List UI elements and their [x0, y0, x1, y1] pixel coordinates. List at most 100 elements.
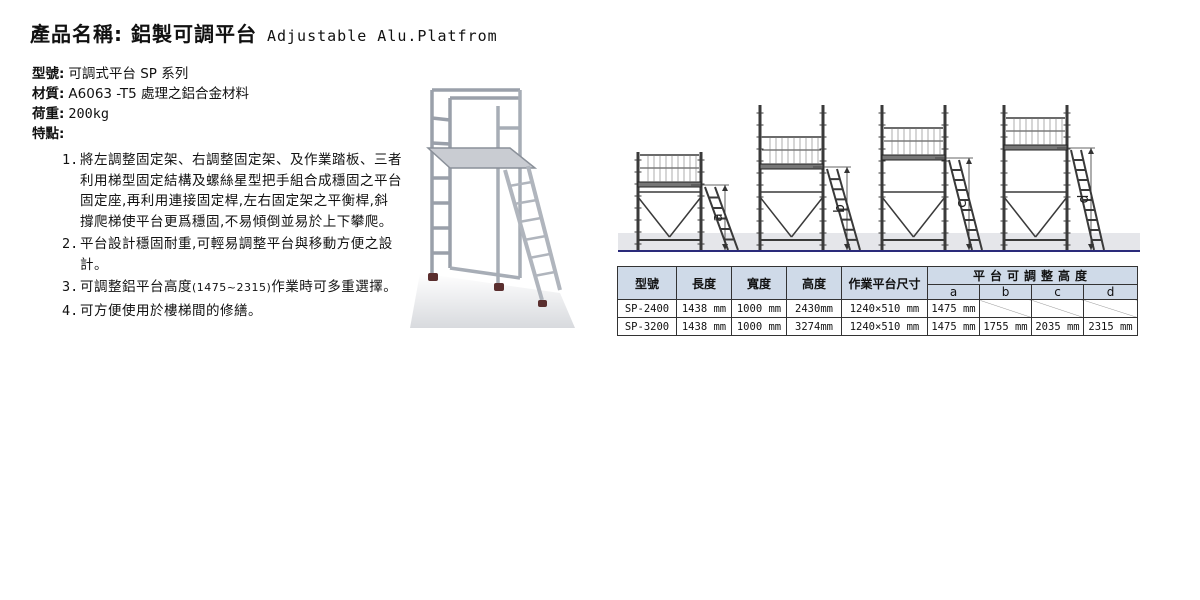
header-width: 寬度 [731, 266, 787, 300]
header-c: c [1031, 284, 1084, 300]
photo-left-frame [430, 88, 520, 273]
feature-text: 可調整鋁平台高度(1475~2315)作業時可多重選擇。 [80, 277, 402, 299]
platform-photo [410, 88, 575, 328]
spec-model-value: 可調式平台 SP 系列 [68, 66, 189, 82]
height-range: (1475~2315) [192, 281, 272, 294]
brace [881, 196, 915, 238]
photo-ladder-rungs [508, 180, 556, 278]
cell-length: 1438 mm [676, 299, 732, 318]
title-chinese: 產品名稱: 鋁製可調平台 [30, 22, 257, 46]
height-diagram: a b c d [618, 105, 1140, 252]
table-row: SP-3200 1438 mm 1000 mm 3274mm 1240×510 … [617, 317, 1139, 336]
dimension-arrow [844, 167, 850, 173]
spec-features-label: 特點: [32, 126, 65, 142]
photo-floor [410, 273, 575, 328]
scaffold-post [758, 105, 762, 250]
scaffold-post [636, 152, 640, 250]
brace [637, 196, 671, 238]
spec-material-label: 材質: [32, 86, 65, 102]
spec-table: 型號 長度 寬度 高度 作業平台尺寸 平台可調整高度 a b c d SP-24… [617, 266, 1139, 336]
cell-height: 3274mm [786, 317, 842, 336]
cell-model: SP-2400 [617, 299, 677, 318]
spec-material-value: A6063 -T5 處理之鋁合金材料 [68, 86, 250, 102]
feature-number: 4. [62, 302, 79, 319]
feature-number: 2. [62, 236, 79, 252]
cell-height: 2430mm [786, 299, 842, 318]
table-header-row: 型號 長度 寬度 高度 作業平台尺寸 平台可調整高度 [617, 266, 1139, 300]
brace [1003, 196, 1037, 238]
dimension-label: a [710, 213, 726, 222]
header-d: d [1082, 284, 1139, 300]
cell-d-empty [1082, 299, 1139, 318]
scaffold-post [699, 152, 703, 250]
header-b: b [979, 284, 1032, 300]
header-adjustable-height: 平台可調整高度 [926, 266, 1139, 285]
cell-width: 1000 mm [731, 317, 787, 336]
brace [790, 196, 824, 238]
header-platform-size: 作業平台尺寸 [841, 266, 928, 300]
table-row: SP-2400 1438 mm 1000 mm 2430mm 1240×510 … [617, 299, 1139, 318]
spec-load: 荷重: 200kg [32, 104, 402, 124]
feature-text-part: 作業時可多重選擇。 [271, 279, 398, 295]
header-model: 型號 [617, 266, 677, 300]
dimension-arrow [844, 244, 850, 250]
scaffold-post [880, 105, 884, 250]
spec-material: 材質: A6063 -T5 處理之鋁合金材料 [32, 84, 402, 104]
feature-item: 2. 平台設計穩固耐重,可輕易調整平台與移動方便之設計。 [62, 234, 402, 275]
platform-deck [759, 163, 824, 170]
brace [912, 196, 946, 238]
feature-item: 3. 可調整鋁平台高度(1475~2315)作業時可多重選擇。 [62, 277, 402, 299]
feature-number: 1. [62, 152, 79, 168]
photo-ladder [503, 165, 562, 301]
dimension-label: b [832, 204, 848, 213]
cell-b: 1755 mm [979, 317, 1032, 336]
cell-platform: 1240×510 mm [841, 317, 928, 336]
ladder-rail [948, 159, 973, 251]
cell-c-empty [1031, 299, 1084, 318]
feature-item: 1. 將左調整固定架、右調整固定架、及作業踏板、三者利用梯型固定結構及螺絲星型把… [62, 150, 402, 232]
platform-deck [637, 181, 702, 188]
spec-load-label: 荷重: [32, 106, 65, 122]
cell-width: 1000 mm [731, 299, 787, 318]
spec-model: 型號: 可調式平台 SP 系列 [32, 64, 402, 84]
scaffold-post [943, 105, 947, 250]
dimension-arrow [966, 158, 972, 164]
feature-text: 可方便使用於樓梯間的修繕。 [80, 302, 262, 319]
ladder-rail [958, 159, 983, 251]
table-subheader-row: a b c d [618, 284, 1139, 300]
scaffold-post [821, 105, 825, 250]
cell-b-empty [979, 299, 1032, 318]
cell-a: 1475 mm [927, 299, 980, 318]
cell-model: SP-3200 [617, 317, 677, 336]
spec-model-label: 型號: [32, 66, 65, 82]
cell-d: 2315 mm [1082, 317, 1139, 336]
scaffold-post [1065, 105, 1069, 250]
scaffold-post [1002, 105, 1006, 250]
photo-casters [428, 273, 547, 307]
feature-list: 1. 將左調整固定架、右調整固定架、及作業踏板、三者利用梯型固定結構及螺絲星型把… [62, 150, 402, 323]
cell-c: 2035 mm [1031, 317, 1084, 336]
brace [668, 196, 702, 238]
brace [759, 196, 793, 238]
cell-a: 1475 mm [927, 317, 980, 336]
spec-list: 型號: 可調式平台 SP 系列 材質: A6063 -T5 處理之鋁合金材料 荷… [32, 64, 402, 144]
cell-platform: 1240×510 mm [841, 299, 928, 318]
dimension-label: c [954, 200, 970, 208]
platform-deck [881, 154, 946, 161]
cell-length: 1438 mm [676, 317, 732, 336]
feature-number: 3. [62, 279, 79, 295]
title-english: Adjustable Alu.Platfrom [266, 27, 498, 45]
feature-text: 平台設計穩固耐重,可輕易調整平台與移動方便之設計。 [80, 236, 393, 273]
product-title: 產品名稱: 鋁製可調平台 Adjustable Alu.Platfrom [30, 18, 498, 48]
header-a: a [927, 284, 980, 300]
dimension-arrow [722, 244, 728, 250]
feature-item: 4. 可方便使用於樓梯間的修繕。 [62, 301, 402, 322]
dimension-arrow [722, 185, 728, 191]
spec-load-value: 200kg [68, 106, 110, 122]
feature-text: 將左調整固定架、右調整固定架、及作業踏板、三者利用梯型固定結構及螺絲星型把手組合… [80, 152, 402, 230]
dimension-label: d [1076, 195, 1092, 204]
brace [1034, 196, 1068, 238]
dimension-arrow [1088, 148, 1094, 154]
diagram-ground [618, 233, 1140, 251]
spec-features: 特點: [32, 124, 402, 144]
